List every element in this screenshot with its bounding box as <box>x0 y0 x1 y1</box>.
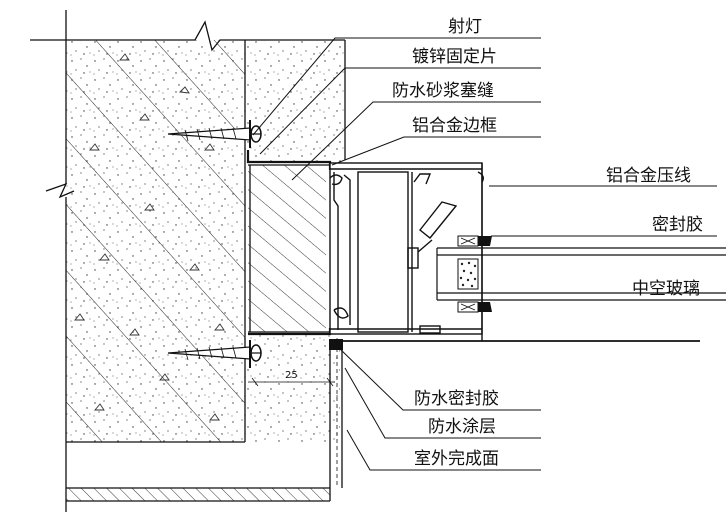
label-galvanized-plate: 镀锌固定片 <box>412 47 497 67</box>
label-insulated-glass: 中空玻璃 <box>632 279 700 299</box>
anchor-bolt-upper <box>167 120 262 148</box>
label-spotlight: 射灯 <box>448 17 482 37</box>
dimension-25: 25 <box>248 370 335 387</box>
leader-lines <box>252 37 717 471</box>
label-waterproof-coating: 防水涂层 <box>428 417 496 437</box>
waterproof-sealant-block <box>329 339 343 350</box>
mortar-seal-fill <box>248 165 326 332</box>
label-waterproof-sealant: 防水密封胶 <box>414 389 499 409</box>
label-alu-bead: 铝合金压线 <box>606 166 691 186</box>
wall-outlines <box>30 10 346 512</box>
glass-sealant <box>457 235 492 313</box>
label-sealant: 密封胶 <box>652 215 703 235</box>
base-slab <box>66 488 330 501</box>
dimension-value: 25 <box>285 370 298 381</box>
label-alu-frame: 铝合金边框 <box>412 116 497 136</box>
label-exterior-finish: 室外完成面 <box>414 449 499 469</box>
anchor-bolt-lower <box>167 340 262 368</box>
concrete-wall <box>66 40 245 442</box>
insulated-glass <box>436 247 726 301</box>
label-mortar-seal: 防水砂浆塞缝 <box>392 81 494 101</box>
